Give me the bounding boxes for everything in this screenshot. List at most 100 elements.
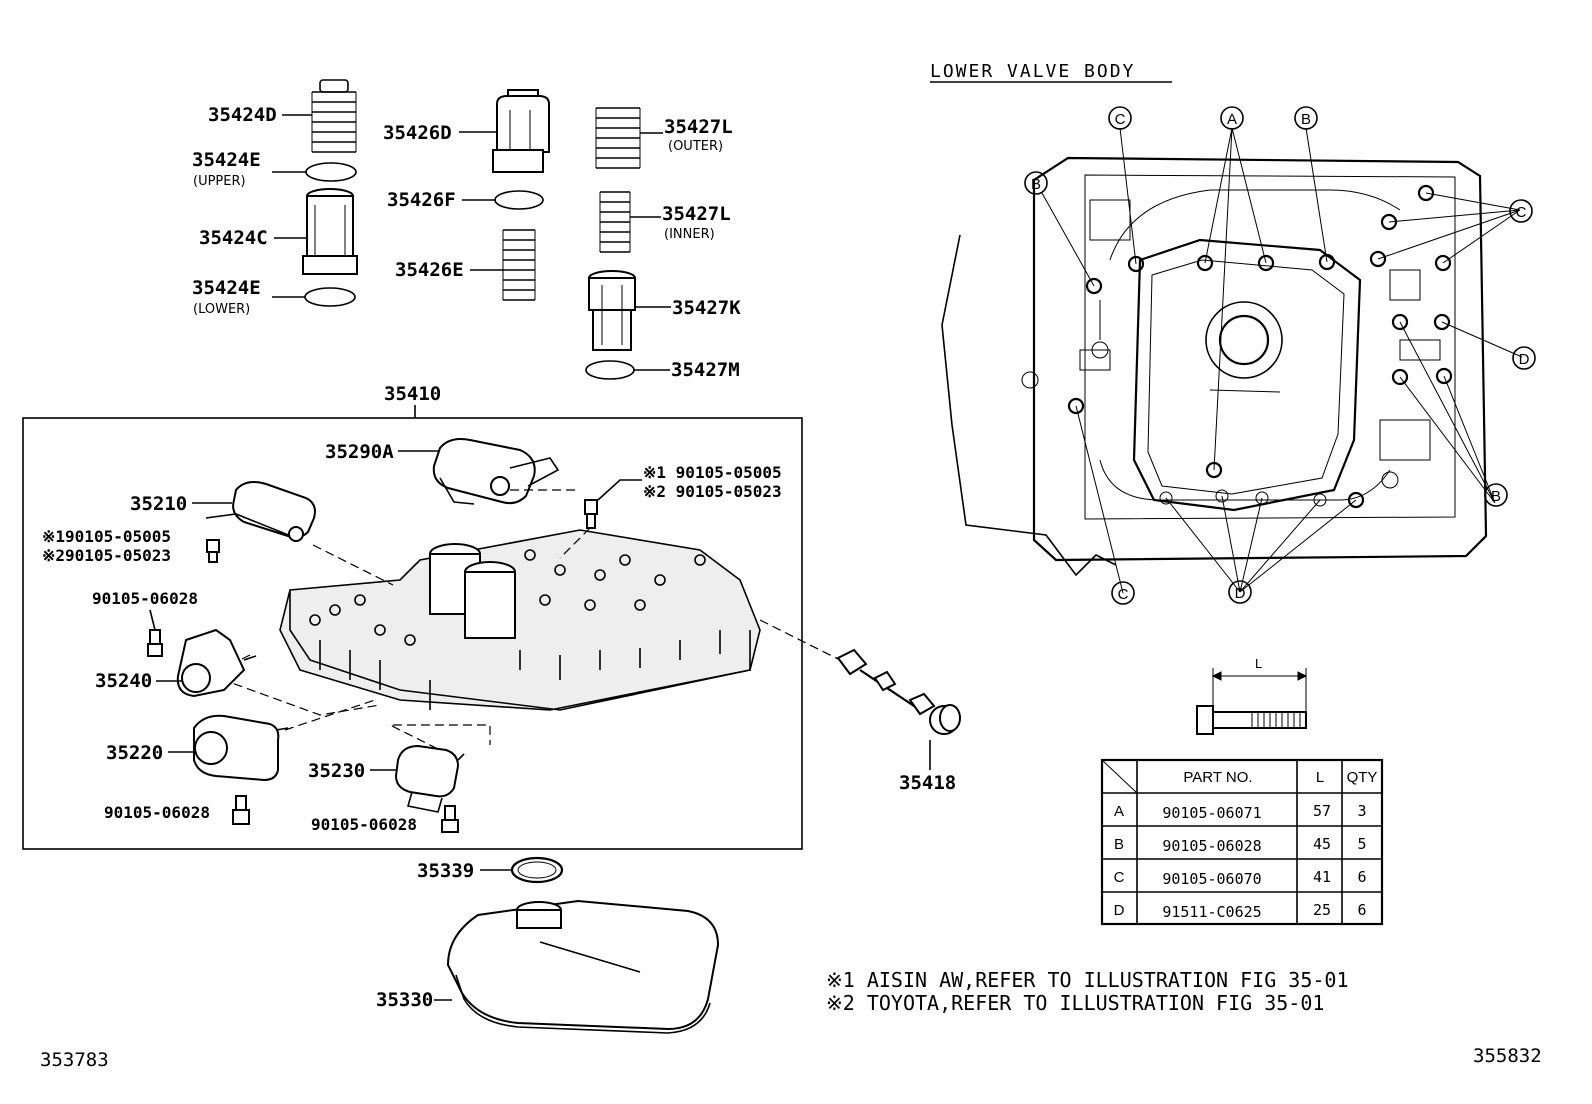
svg-text:45: 45: [1313, 835, 1331, 853]
callout-B-left: B: [1024, 171, 1048, 195]
svg-text:A: A: [1227, 111, 1237, 128]
svg-text:25: 25: [1313, 901, 1331, 919]
callout-C-top: C: [1108, 106, 1132, 130]
svg-text:D: D: [1114, 902, 1125, 919]
label-bolt-r2: ※2 90105-05023: [643, 482, 782, 501]
svg-text:91511-C0625: 91511-C0625: [1162, 903, 1261, 921]
table-header-l: L: [1316, 769, 1324, 786]
label-35410: 35410: [384, 383, 441, 405]
callout-B-top: B: [1294, 106, 1318, 130]
svg-text:B: B: [1301, 111, 1311, 128]
oring-35426F: [494, 190, 544, 210]
label-35427K: 35427K: [672, 297, 741, 319]
sleeve-35424C: [302, 188, 358, 275]
label-bolt-06028-b: 90105-06028: [104, 803, 210, 822]
svg-text:C: C: [1114, 869, 1125, 886]
label-35339: 35339: [417, 860, 474, 882]
label-35427L-inner: 35427L: [662, 203, 731, 225]
svg-text:90105-06070: 90105-06070: [1162, 870, 1261, 888]
svg-text:C: C: [1118, 586, 1129, 603]
solenoid-35240: [176, 628, 257, 698]
callout-C-bottom: C: [1111, 581, 1135, 605]
dashline-3: [559, 527, 591, 559]
label-35427M: 35427M: [671, 359, 740, 381]
bolt-bottom-left: [232, 795, 250, 825]
label-35424E-lower: 35424E: [192, 277, 261, 299]
table-row: B 90105-06028 45 5: [1114, 835, 1367, 855]
callout-D-bottom: D: [1228, 580, 1252, 604]
strainer-35330: [446, 899, 720, 1034]
section-title: LOWER VALVE BODY: [930, 61, 1135, 82]
callout-D-right: D: [1512, 346, 1536, 370]
svg-text:D: D: [1235, 585, 1246, 602]
bolt-top-right: [584, 499, 598, 529]
svg-text:6: 6: [1357, 868, 1366, 886]
leader-bolt-06028-a: [149, 609, 156, 631]
svg-text:C: C: [1115, 111, 1126, 128]
spring-35427L-inner: [599, 191, 631, 253]
valve-body-frame: [22, 417, 803, 850]
dashline-7: [759, 619, 841, 661]
svg-text:5: 5: [1357, 835, 1366, 853]
label-bolt-r1: ※1 90105-05005: [643, 463, 782, 482]
svg-text:B: B: [1491, 488, 1501, 505]
dashline-1: [312, 544, 394, 586]
spring-35424D: [311, 79, 357, 153]
svg-text:A: A: [1114, 803, 1124, 820]
note-inner: (INNER): [664, 227, 715, 242]
spring-35426E: [502, 229, 536, 301]
svg-text:6: 6: [1357, 901, 1366, 919]
table-row: D 91511-C0625 25 6: [1114, 901, 1367, 921]
bolt-left-1: [206, 539, 220, 563]
oring-35424E-upper: [305, 162, 357, 182]
label-dim-L: L: [1255, 656, 1262, 671]
label-35220: 35220: [106, 742, 163, 764]
table-header-qty: QTY: [1347, 769, 1378, 786]
valve-body-35410: [279, 529, 761, 711]
label-bolt-l1: ※190105-05005: [42, 527, 171, 546]
footnote-2: ※2 TOYOTA,REFER TO ILLUSTRATION FIG 35-0…: [826, 991, 1324, 1015]
dashline-6: [389, 724, 491, 756]
solenoid-35230: [394, 744, 465, 813]
svg-text:90105-06071: 90105-06071: [1162, 804, 1261, 822]
note-outer: (OUTER): [668, 139, 723, 154]
label-35424C: 35424C: [199, 227, 268, 249]
label-bolt-06028-c: 90105-06028: [311, 815, 417, 834]
spring-35427L-outer: [595, 107, 641, 169]
callout-B-right: B: [1484, 483, 1508, 507]
label-35330: 35330: [376, 989, 433, 1011]
solenoid-35290A: [432, 438, 560, 505]
table-header-part: PART NO.: [1183, 769, 1252, 786]
svg-text:57: 57: [1313, 802, 1331, 820]
svg-text:D: D: [1519, 351, 1530, 368]
oring-35424E-lower: [304, 287, 356, 307]
label-35240: 35240: [95, 670, 152, 692]
dashline-5: [284, 699, 376, 731]
footnote-1: ※1 AISIN AW,REFER TO ILLUSTRATION FIG 35…: [826, 968, 1348, 992]
callout-C-right: C: [1509, 199, 1533, 223]
oring-35427M: [585, 360, 635, 380]
solenoid-35210: [205, 481, 316, 542]
bolt-bottom-mid: [441, 805, 459, 833]
bolt-dimension-sketch: L: [1196, 656, 1308, 735]
svg-text:3: 3: [1357, 802, 1366, 820]
svg-text:B: B: [1114, 836, 1124, 853]
figure-id-right: 355832: [1473, 1045, 1542, 1067]
svg-text:90105-06028: 90105-06028: [1162, 837, 1261, 855]
callout-A: A: [1220, 106, 1244, 130]
label-35426D: 35426D: [383, 122, 452, 144]
label-35426F: 35426F: [387, 189, 456, 211]
label-35424D: 35424D: [208, 104, 277, 126]
note-lower: (LOWER): [193, 302, 250, 317]
label-bolt-06028-a: 90105-06028: [92, 589, 198, 608]
label-35210: 35210: [130, 493, 187, 515]
label-35427L-outer: 35427L: [664, 116, 733, 138]
table-row: C 90105-06070 41 6: [1114, 868, 1367, 888]
sleeve-35427K: [588, 270, 636, 351]
note-upper: (UPPER): [193, 174, 246, 189]
label-bolt-l2: ※290105-05023: [42, 546, 171, 565]
bolt-spec-table: PART NO. L QTY A 90105-06071 57 3 B 9010…: [1100, 758, 1384, 926]
label-35230: 35230: [308, 760, 365, 782]
